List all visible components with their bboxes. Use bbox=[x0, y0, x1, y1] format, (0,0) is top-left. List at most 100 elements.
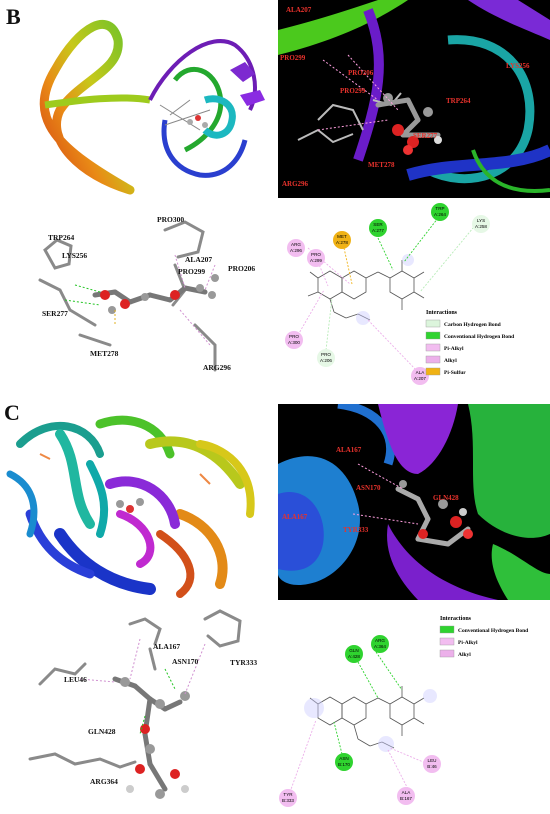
closeup-label: ARG296 bbox=[282, 180, 309, 188]
closeup-label: SER277 bbox=[413, 132, 438, 140]
stick-label: MET278 bbox=[90, 349, 119, 358]
svg-text:Alkyl: Alkyl bbox=[444, 358, 457, 364]
svg-text:PRO: PRO bbox=[311, 252, 321, 257]
residue-bubble: PRO A:300 bbox=[285, 331, 303, 349]
legend-swatch bbox=[439, 625, 455, 634]
stick-label: ALA167 bbox=[153, 642, 180, 651]
stick-label: ASN170 bbox=[172, 657, 199, 666]
svg-text:A:278: A:278 bbox=[336, 240, 348, 245]
stick-label: LYS256 bbox=[62, 251, 87, 260]
svg-text:Pi-Sulfur: Pi-Sulfur bbox=[444, 370, 466, 376]
stick-label: LEU46 bbox=[64, 675, 87, 684]
panel-c-protein-overview bbox=[0, 404, 272, 600]
closeup-label: LYS256 bbox=[506, 62, 530, 70]
residue-bubble: SER A:277 bbox=[369, 219, 387, 237]
svg-text:ARG: ARG bbox=[291, 242, 301, 247]
svg-text:B:170: B:170 bbox=[338, 762, 350, 767]
svg-text:A:300: A:300 bbox=[288, 340, 300, 345]
legend-swatch bbox=[425, 367, 441, 376]
svg-text:PRO: PRO bbox=[289, 334, 299, 339]
legend-swatch bbox=[425, 355, 441, 364]
svg-text:TYR: TYR bbox=[283, 792, 293, 797]
svg-text:LYS: LYS bbox=[477, 218, 485, 223]
svg-text:ALA: ALA bbox=[416, 370, 426, 375]
residue-bubble: MET A:278 bbox=[333, 231, 351, 249]
svg-text:TRP: TRP bbox=[435, 206, 444, 211]
svg-text:Pi-Alkyl: Pi-Alkyl bbox=[458, 640, 478, 646]
svg-text:ALA: ALA bbox=[402, 790, 412, 795]
residue-bubble: LYS A:258 bbox=[472, 215, 490, 233]
svg-text:Carbon Hydrogen Bond: Carbon Hydrogen Bond bbox=[444, 322, 501, 328]
closeup-label: GLN428 bbox=[433, 494, 459, 502]
svg-text:A:207: A:207 bbox=[414, 376, 426, 381]
svg-text:B:46: B:46 bbox=[427, 764, 437, 769]
stick-label: PRO299 bbox=[178, 267, 205, 276]
residue-bubble: ARG A:364 bbox=[371, 635, 389, 653]
panel-c-label: C bbox=[4, 400, 20, 425]
legend-swatch bbox=[439, 637, 455, 646]
stick-label: TYR333 bbox=[230, 658, 257, 667]
residue-bubble: ALA A:207 bbox=[411, 367, 429, 385]
svg-text:GLN: GLN bbox=[349, 648, 358, 653]
closeup-label: ALA167 bbox=[336, 446, 362, 454]
residue-bubble: GLN A:428 bbox=[345, 645, 363, 663]
svg-text:Alkyl: Alkyl bbox=[458, 652, 471, 658]
svg-text:A:277: A:277 bbox=[372, 228, 384, 233]
closeup-label: TYR333 bbox=[343, 526, 369, 534]
panel-b-stick-model: TRP264 LYS256 SER277 MET278 PRO300 ALA20… bbox=[0, 200, 272, 385]
residue-bubble: TYR B:333 bbox=[279, 789, 297, 807]
closeup-label: PRO206 bbox=[348, 69, 374, 77]
stick-label: ARG296 bbox=[203, 363, 231, 372]
svg-text:A:206: A:206 bbox=[320, 358, 332, 363]
svg-text:Pi-Alkyl: Pi-Alkyl bbox=[444, 346, 464, 352]
stick-label: SER277 bbox=[42, 309, 68, 318]
residue-bubble: ARG A:296 bbox=[287, 239, 305, 257]
panel-c-2d-interaction-diagram: ARG A:364 GLN A:428 ASN B:170 TYR B:333 … bbox=[278, 604, 550, 814]
residue-bubble: TRP A:264 bbox=[431, 203, 449, 221]
svg-text:B:333: B:333 bbox=[282, 798, 294, 803]
svg-text:A:264: A:264 bbox=[434, 212, 446, 217]
svg-text:ASN: ASN bbox=[339, 756, 348, 761]
svg-text:PRO: PRO bbox=[321, 352, 331, 357]
residue-bubble: PRO A:206 bbox=[317, 349, 335, 367]
legend-swatch bbox=[425, 319, 441, 328]
stick-label: ALA207 bbox=[185, 255, 212, 264]
panel-b-label: B bbox=[6, 4, 21, 29]
stick-label: PRO300 bbox=[157, 215, 184, 224]
interaction-legend: Interactions Conventional Hydrogen Bond … bbox=[439, 616, 528, 658]
svg-text:A:428: A:428 bbox=[348, 654, 360, 659]
residue-bubble: PRO A:299 bbox=[307, 249, 325, 267]
beta-strand-ribbon bbox=[39, 19, 135, 195]
closeup-label: TRP264 bbox=[446, 97, 471, 105]
residue-bubble: LEU B:46 bbox=[423, 755, 441, 773]
interaction-legend: Interactions Carbon Hydrogen Bond Conven… bbox=[425, 310, 514, 376]
stick-label: ARG364 bbox=[90, 777, 118, 786]
svg-text:A:299: A:299 bbox=[310, 258, 322, 263]
panel-c-binding-closeup: ALA167 ASN170 GLN428 ALA167 TYR333 bbox=[278, 404, 550, 600]
svg-text:SER: SER bbox=[373, 222, 383, 227]
svg-text:LEU: LEU bbox=[428, 758, 437, 763]
residue-bubble: ALA B:167 bbox=[397, 787, 415, 805]
stick-label: TRP264 bbox=[48, 233, 75, 242]
closeup-label: ALA167 bbox=[282, 513, 308, 521]
panel-b-protein-overview bbox=[0, 0, 272, 198]
legend-swatch bbox=[425, 343, 441, 352]
legend-swatch bbox=[425, 331, 441, 340]
panel-b-binding-closeup: ALA207 PRO299 PRO206 PRO299 LYS256 TRP26… bbox=[278, 0, 550, 198]
svg-text:Conventional Hydrogen Bond: Conventional Hydrogen Bond bbox=[458, 628, 528, 634]
svg-text:MET: MET bbox=[337, 234, 347, 239]
closeup-label: PRO299 bbox=[280, 54, 306, 62]
svg-text:ARG: ARG bbox=[375, 638, 385, 643]
panel-b-2d-interaction-diagram: SER A:277 TRP A:264 LYS A:258 MET A:278 … bbox=[278, 200, 550, 385]
panel-c-stick-model: LEU46 ALA167 ASN170 TYR333 GLN428 ARG364 bbox=[0, 604, 272, 814]
svg-text:A:364: A:364 bbox=[374, 644, 386, 649]
closeup-label: PRO299 bbox=[340, 87, 366, 95]
svg-text:A:296: A:296 bbox=[290, 248, 302, 253]
stick-label: PRO206 bbox=[228, 264, 255, 273]
svg-text:Interactions: Interactions bbox=[440, 616, 472, 622]
closeup-label: ASN170 bbox=[356, 484, 381, 492]
residue-bubble: ASN B:170 bbox=[335, 753, 353, 771]
svg-text:Interactions: Interactions bbox=[426, 310, 458, 316]
legend-swatch bbox=[439, 649, 455, 658]
svg-text:Conventional Hydrogen Bond: Conventional Hydrogen Bond bbox=[444, 334, 514, 340]
